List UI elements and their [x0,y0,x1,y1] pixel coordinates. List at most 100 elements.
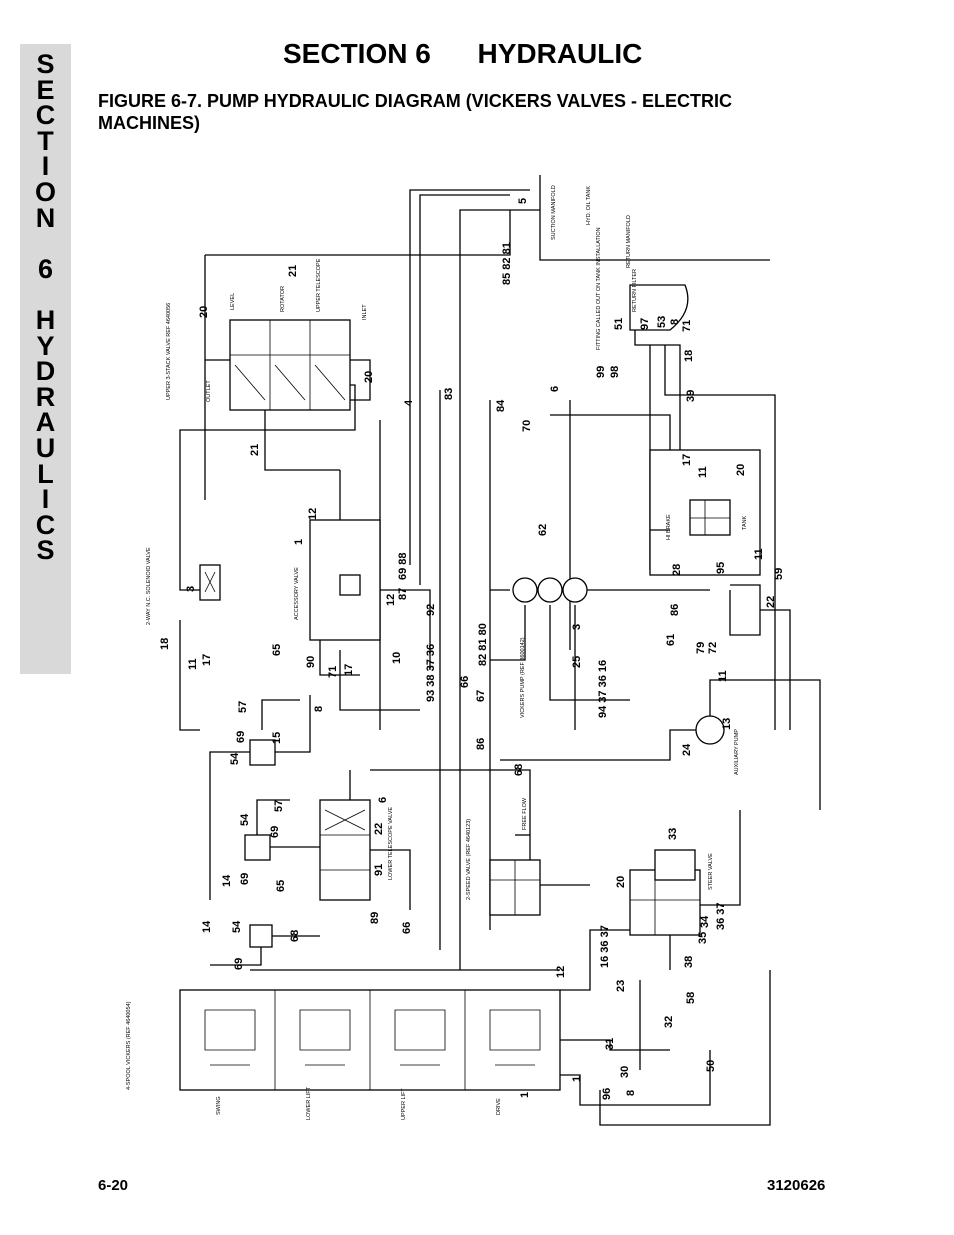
line-number: 68 [289,930,301,942]
drive-label: DRIVE [496,1098,502,1115]
component-labels: SUCTION MANIFOLD HYD. OIL TANK RETURN MA… [126,185,748,1120]
side-letter: E [36,74,55,105]
line-number: 22 [373,823,385,835]
line-number: 20 [615,876,627,888]
line-number: 1 [519,1092,531,1098]
line-number: 20 [198,306,210,318]
lower-telescope-valve-label: LOWER TELESCOPE VALVE [388,807,394,880]
line-number: 50 [705,1060,717,1072]
line-number: 34 [699,915,711,928]
line-number: 15 [271,732,283,744]
line-number: 65 [271,644,283,656]
line-number: 95 [715,562,727,574]
line-number: 94 37 36 16 [597,660,609,718]
line-number: 23 [615,980,627,992]
side-letter: A [35,407,56,438]
line-number: 96 [601,1088,613,1100]
line-number: 89 [369,912,381,924]
line-number: 14 [201,920,213,933]
line-number: 90 [305,656,317,668]
suction-manifold-label: SUCTION MANIFOLD [551,185,557,240]
line-number: 21 [249,444,261,456]
line-number: 12 [555,966,567,978]
return-filter-label: RETURN FILTER [632,269,638,312]
line-number: 39 [685,390,697,402]
line-number: 68 [513,764,525,776]
line-number: 71 [681,320,693,332]
auxiliary-pump-label: AUXILIARY PUMP [734,729,740,775]
side-tab-letters: S E C T I O N 6 H Y D R A U L I C S [20,51,71,566]
hydraulic-diagram: 5 85 82 81 21 20 20 4 83 84 6 70 62 51 9… [126,175,821,1126]
line-number: 85 82 81 [501,242,513,285]
side-letter: Y [36,330,55,361]
line-number: 86 [475,738,487,750]
side-letter: C [35,100,56,131]
line-number: 67 [475,690,487,702]
rotator-label: ROTATOR [280,286,286,312]
line-number: 17 [201,654,213,666]
side-letter: D [35,356,56,387]
vickers-pump-label: VICKERS PUMP (REF 3600142) [520,637,526,718]
line-number: 57 [237,701,249,713]
line-number: 98 [609,366,621,378]
document-number: 3120626 [767,1177,826,1194]
line-number: 25 [571,656,583,668]
line-number: 18 [159,638,171,650]
section-title: SECTION 6 HYDRAULIC [283,38,643,69]
free-flow-label: FREE FLOW [522,797,528,830]
line-number: 17 [681,454,693,466]
line-number: 62 [537,524,549,536]
upper-lift-label: UPPER LIFT [401,1088,407,1120]
line-number: 69 [233,958,245,970]
side-letter: T [37,125,54,156]
line-number: 82 81 80 [477,623,489,666]
side-letter: R [35,381,56,412]
swing-label: SWING [216,1096,222,1115]
side-letter [20,231,71,257]
solenoid-valve-label: 2-WAY N.C. SOLENOID VALVE [146,547,152,625]
spool-vickers-label: 4-SPOOL VICKERS (REF 4640054) [126,1001,132,1090]
line-number: 20 [363,371,375,383]
line-number: 79 [695,642,707,654]
hyd-oil-tank-label: HYD. OIL TANK [586,186,592,225]
line-number: 33 [667,828,679,840]
line-number: 35 [697,932,709,944]
line-number: 8 [625,1090,637,1096]
section-side-tab: S E C T I O N 6 H Y D R A U L I C S [20,44,71,674]
line-number: 3 [571,624,583,630]
line-number: 69 [235,731,247,743]
line-number: 11 [717,670,729,682]
line-number: 93 38 37 36 [425,644,437,702]
line-number: 31 [604,1038,616,1050]
line-number: 66 [401,922,413,934]
line-number: 99 [595,366,607,378]
line-number: 4 [403,399,415,406]
side-letter: N [35,202,56,233]
two-speed-valve-label: 2-SPEED VALVE (REF 4640123) [466,819,472,900]
line-number: 92 [425,604,437,616]
line-number: 12 [385,594,397,606]
side-letter: L [37,458,54,489]
line-number: 11 [187,658,199,670]
line-number: 21 [287,265,299,277]
return-manifold-label: RETURN MANIFOLD [626,215,632,268]
side-letter: U [35,432,56,463]
steer-valve-label: STEER VALVE [708,853,714,890]
line-number: 38 [683,956,695,968]
side-letter: S [36,535,55,566]
line-number: 54 [239,813,251,826]
line-number: 71 [327,666,339,678]
line-number: 22 [765,596,777,608]
line-number: 20 [735,464,747,476]
outlet-label: OUTLET [206,380,212,402]
line-number: 16 36 37 [599,925,611,968]
line-number: 59 [773,568,785,580]
line-number: 1 [293,539,305,545]
side-letter: I [41,151,50,182]
side-letter: C [35,509,56,540]
line-number: 66 [459,676,471,688]
page-number: 6-20 [98,1177,129,1194]
line-number: 58 [685,992,697,1004]
line-number: 13 [721,718,733,730]
line-number: 30 [619,1066,631,1078]
